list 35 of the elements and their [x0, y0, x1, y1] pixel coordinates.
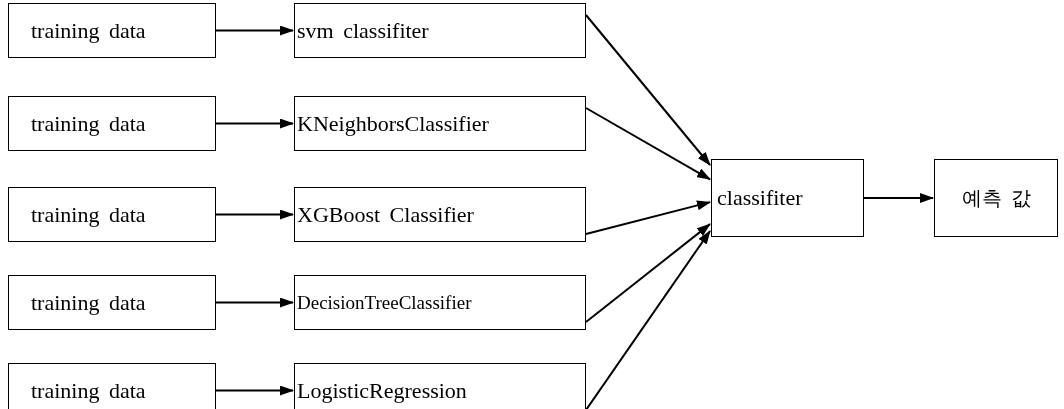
box-label: 예측 값 [961, 185, 1031, 211]
box-label: svm classifiter [297, 17, 429, 44]
box-label: classifiter [717, 185, 803, 211]
arrow [215, 25, 294, 36]
box-label: training data [31, 289, 146, 316]
arrow [863, 193, 934, 203]
process-box [8, 363, 216, 409]
arrow [215, 118, 294, 129]
process-box [711, 159, 864, 237]
process-box [294, 96, 586, 151]
arrow [585, 14, 711, 166]
box-label: training data [31, 17, 146, 44]
process-box [294, 3, 586, 58]
arrow [585, 223, 711, 323]
box-label: XGBoost Classifier [297, 201, 474, 228]
process-box [294, 187, 586, 242]
arrow [585, 230, 711, 409]
box-label: DecisionTreeClassifier [297, 291, 472, 314]
process-box [8, 3, 216, 58]
box-label: training data [31, 377, 146, 404]
process-box [934, 159, 1058, 237]
process-box [8, 187, 216, 242]
process-box [294, 275, 586, 330]
box-label: training data [31, 110, 146, 137]
arrow [585, 107, 711, 181]
box-label: training data [31, 201, 146, 228]
arrow [215, 209, 294, 220]
box-label: KNeighborsClassifier [297, 110, 489, 137]
process-box [8, 275, 216, 330]
process-box [294, 363, 586, 409]
process-box [8, 96, 216, 151]
arrow [215, 385, 294, 396]
arrow [585, 200, 711, 235]
box-label: LogisticRegression [297, 377, 467, 404]
arrow [215, 297, 294, 308]
